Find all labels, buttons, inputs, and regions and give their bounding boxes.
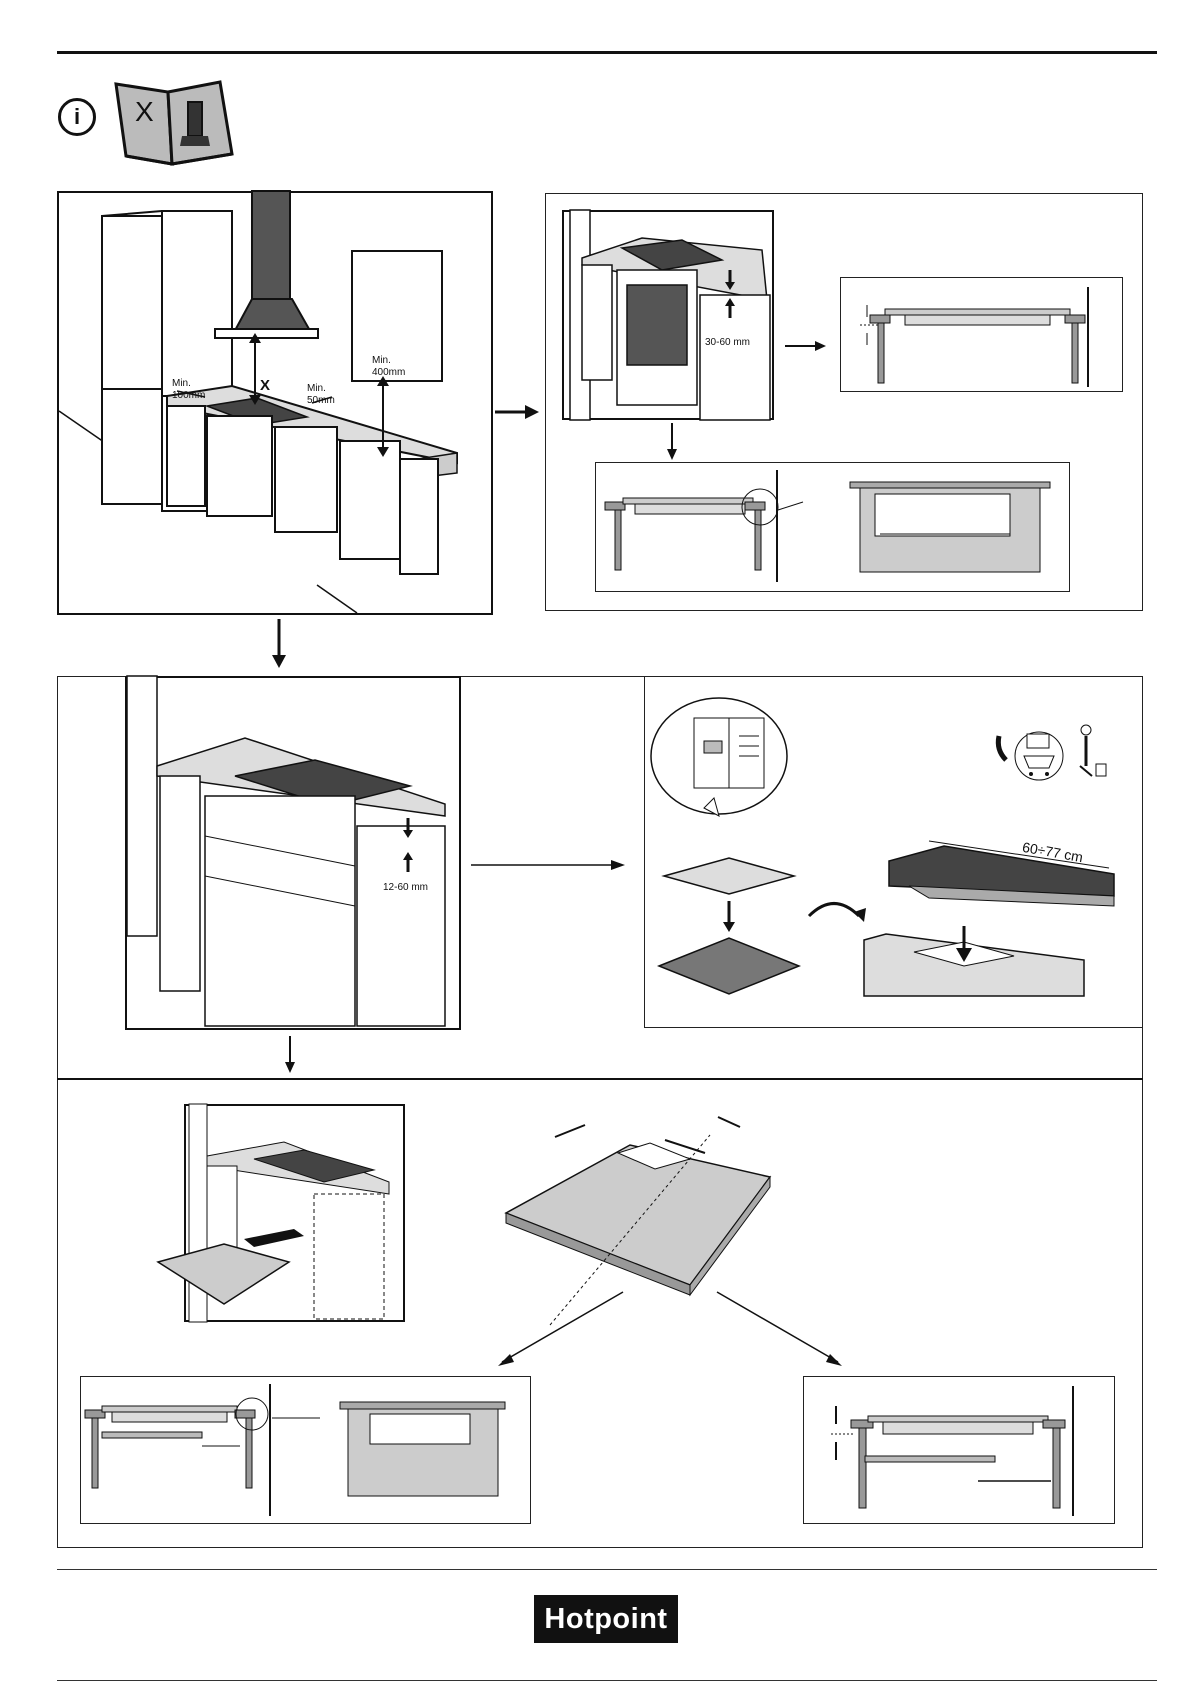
cutout-insertion-illustration — [184, 1104, 405, 1322]
arrow-right-icon — [785, 340, 827, 352]
cross-section-with-shelf-left-illustration — [80, 1376, 531, 1524]
arrow-down-icon — [271, 619, 287, 669]
manual-icon-letter: X — [135, 96, 154, 128]
info-icon: i — [58, 98, 96, 136]
min-50mm-label: Min. 50mm — [307, 383, 335, 407]
hob-cross-section-b-illustration — [595, 462, 1070, 592]
gap-30-60mm-label: 30-60 mm — [705, 337, 750, 349]
top-rule — [57, 51, 1157, 54]
gap-12-60mm-label: 12-60 mm — [383, 882, 428, 894]
arrow-down-right-icon — [715, 1290, 850, 1370]
oven-below-hob-illustration — [562, 210, 774, 420]
manual-book-icon — [108, 74, 238, 170]
hotpoint-logo: Hotpoint — [534, 1595, 678, 1643]
kitchen-clearance-illustration — [57, 191, 493, 615]
cabinet-hob-illustration — [125, 676, 461, 1030]
clearance-x-label: X — [260, 377, 270, 394]
bottom-rule — [57, 1569, 1157, 1570]
cross-section-with-shelf-right-illustration — [803, 1376, 1115, 1524]
arrow-down-icon — [666, 423, 678, 461]
arrow-right-icon — [471, 858, 626, 872]
section-divider — [57, 1078, 1143, 1080]
arrow-down-left-icon — [490, 1290, 625, 1370]
min-400mm-label: Min. 400mm — [372, 355, 405, 379]
arrow-right-icon — [495, 404, 540, 420]
footer-rule — [57, 1680, 1157, 1681]
min-100mm-label: Min. 100mm — [172, 378, 205, 402]
hob-cross-section-a-illustration — [840, 277, 1123, 392]
arrow-down-icon — [284, 1036, 296, 1074]
